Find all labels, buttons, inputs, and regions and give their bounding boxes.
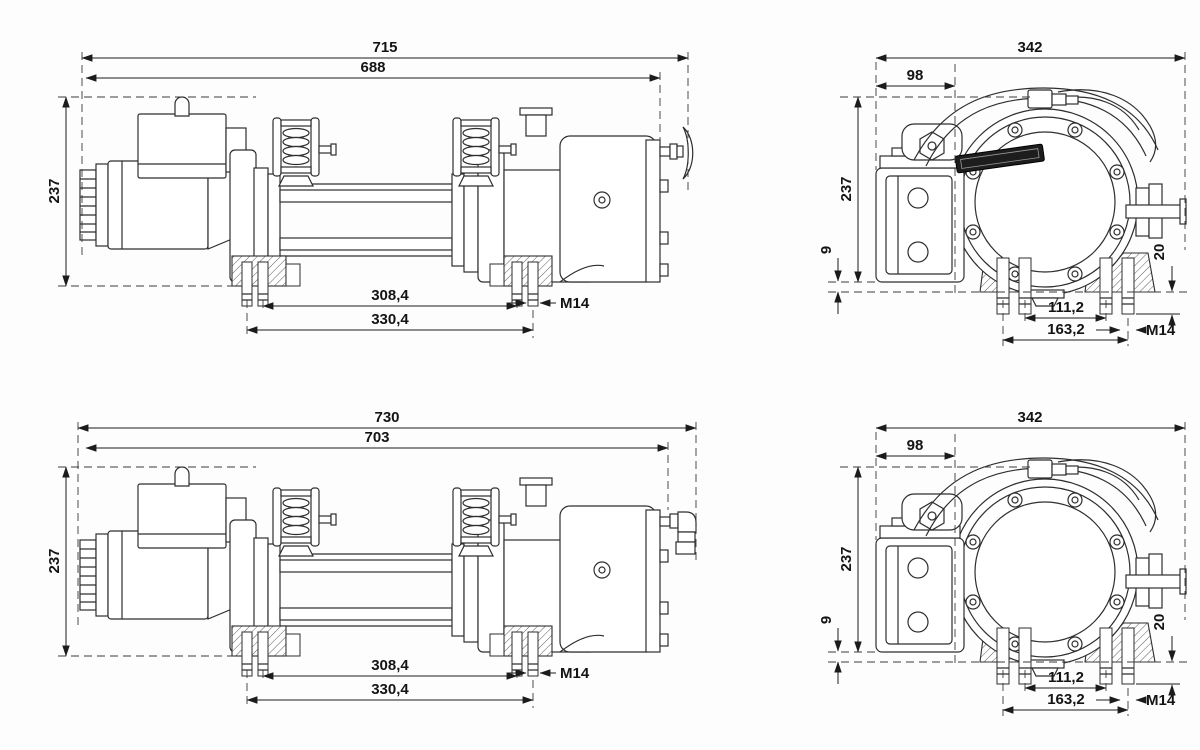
dim-overall-length: 715: [372, 39, 397, 56]
clutch-elbow-fitting: [659, 511, 697, 555]
dim-thread-callout: M14: [1146, 322, 1176, 339]
dim-hole-spacing-outer: 330,4: [371, 681, 409, 698]
dim-base-offset: 9: [818, 246, 835, 254]
dim-hole-spacing-inner: 308,4: [371, 657, 409, 674]
dim-stud-length: 20: [1151, 244, 1168, 261]
dim-hole-spacing-inner: 111,2: [1048, 669, 1084, 686]
dim-thread-callout: M14: [1146, 692, 1176, 709]
dim-overall-length: 730: [374, 409, 399, 426]
dim-motor-offset: 98: [907, 437, 924, 454]
dimensions-top-right: 342 98 237 9 20 111,2 163,2 M14: [818, 39, 1192, 346]
dim-frame-length: 703: [364, 429, 389, 446]
view-end-variant-2: 342 98 237 9 20 111,2 163,2 M14: [818, 409, 1192, 716]
dimensions-bottom-right: 342 98 237 9 20 111,2 163,2 M14: [818, 409, 1192, 716]
dim-thread-callout: M14: [560, 665, 590, 682]
dim-overall-height: 237: [838, 176, 855, 201]
view-end-variant-1: 342 98 237 9 20 111,2 163,2 M14: [818, 39, 1192, 346]
dim-overall-height: 237: [46, 548, 63, 573]
dimensions-top-left: 715 688 237 308,4 330,4 M14: [46, 39, 689, 338]
dim-stud-length: 20: [1151, 614, 1168, 631]
dimensions-bottom-left: 730 703 237 308,4 330,4 M14: [46, 409, 697, 708]
dim-hole-spacing-inner: 111,2: [1048, 299, 1084, 316]
dim-thread-callout: M14: [560, 295, 590, 312]
dim-hole-spacing-outer: 163,2: [1047, 691, 1085, 708]
dim-overall-width: 342: [1017, 39, 1042, 56]
dim-base-offset: 9: [818, 616, 835, 624]
dim-motor-offset: 98: [907, 67, 924, 84]
dim-overall-height: 237: [838, 546, 855, 571]
view-side-variant-2: 730 703 237 308,4 330,4 M14: [46, 409, 697, 708]
dim-hole-spacing-outer: 330,4: [371, 311, 409, 328]
dim-hole-spacing-inner: 308,4: [371, 287, 409, 304]
dim-hole-spacing-outer: 163,2: [1047, 321, 1085, 338]
view-side-variant-1: 715 688 237 308,4 330,4 M14: [46, 39, 694, 338]
clutch-pull-handle: [659, 126, 694, 180]
dim-overall-height: 237: [46, 178, 63, 203]
dim-overall-width: 342: [1017, 409, 1042, 426]
dim-frame-length: 688: [360, 59, 385, 76]
brand-nameplate: [954, 143, 1045, 174]
